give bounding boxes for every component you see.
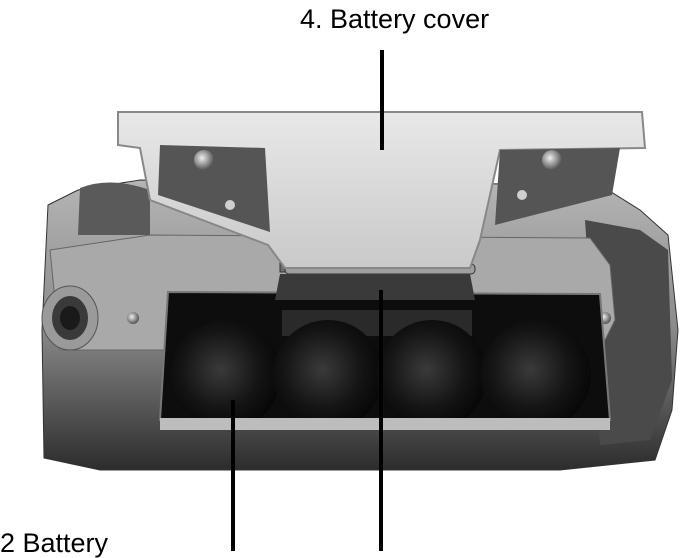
battery-cell [481,320,591,430]
screw [225,200,235,210]
screw [517,190,527,200]
device-grip-left [78,182,150,235]
hinge-bracket [275,274,475,300]
battery-cell [377,320,487,430]
compartment-rim [160,418,610,430]
battery-cover-label: 4. Battery cover [300,4,490,34]
screw [194,150,214,170]
battery-cell [171,320,281,430]
tripod-socket [41,285,99,351]
battery-label: 2 Battery [0,528,109,558]
cover-inner-left [158,145,270,232]
screw [542,150,562,170]
screw [127,312,139,324]
battery-cells [171,320,591,430]
cover-inner-right [495,148,620,225]
battery-cell [273,320,383,430]
